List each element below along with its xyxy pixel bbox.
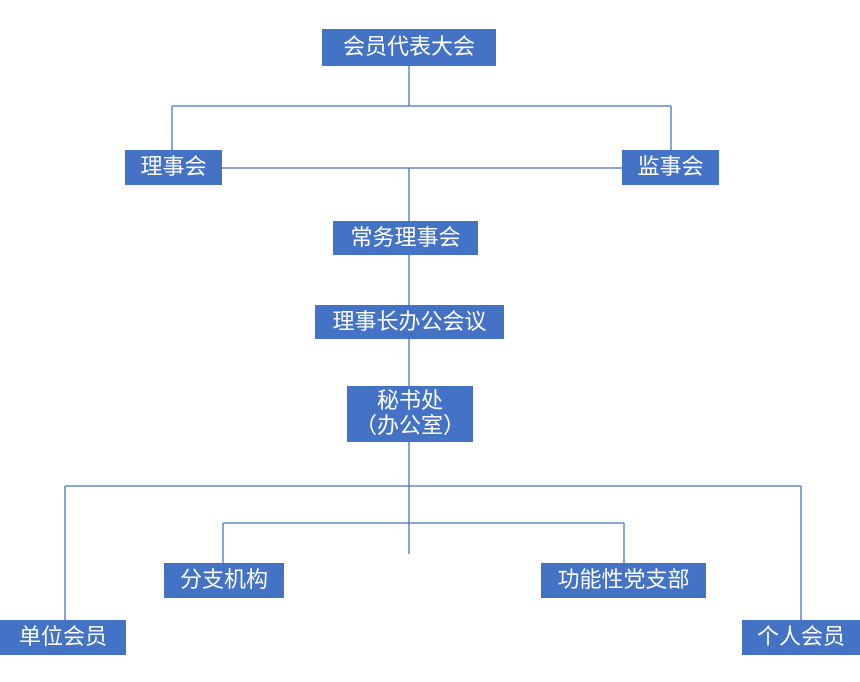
node-unit-members: 单位会员 (0, 620, 126, 655)
node-individual-members: 个人会员 (742, 620, 860, 655)
node-chair-meeting: 理事长办公会议 (315, 305, 504, 339)
node-member-assembly: 会员代表大会 (322, 29, 496, 66)
secretariat-label: 秘书处 (376, 389, 443, 414)
node-branches: 分支机构 (164, 563, 284, 598)
node-council: 理事会 (125, 150, 222, 185)
node-secretariat: 秘书处 （办公室） (347, 386, 473, 442)
secretariat-sublabel: （办公室） (354, 414, 465, 439)
node-supervisors: 监事会 (622, 150, 719, 185)
node-party-branch: 功能性党支部 (541, 563, 706, 598)
node-standing-council: 常务理事会 (333, 221, 478, 255)
